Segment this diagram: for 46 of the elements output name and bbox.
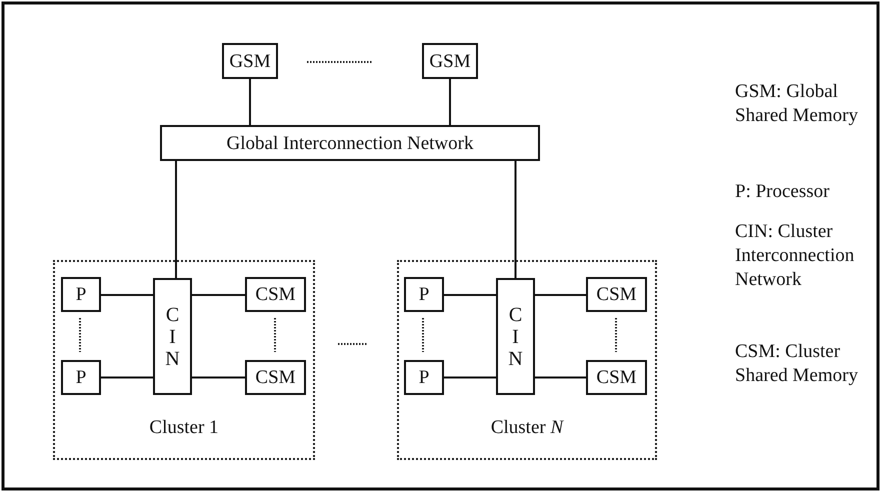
node-label: CIN: [165, 304, 180, 370]
connector-line: [514, 161, 516, 278]
component-box: [404, 277, 444, 312]
component-box: [586, 360, 647, 395]
legend-note: CSM: Cluster Shared Memory: [735, 340, 859, 388]
connector-line: [535, 376, 586, 378]
interconnect-bar: [496, 278, 535, 395]
component-box: [245, 360, 306, 395]
cluster-box: [397, 260, 657, 460]
connector-line: [249, 79, 251, 125]
connector-line: [449, 79, 451, 125]
cluster-label: Cluster 1: [148, 417, 220, 439]
connector-line: [535, 294, 586, 296]
node-label: CSM: [255, 285, 296, 304]
component-box: [404, 360, 444, 395]
connector-line: [192, 294, 245, 296]
component-box: [422, 43, 478, 79]
node-label: P: [76, 368, 86, 387]
node-label: CIN: [508, 304, 523, 370]
connector-line: [444, 294, 496, 296]
node-label: CSM: [596, 368, 637, 387]
node-label: CSM: [255, 368, 296, 387]
connector-line: [444, 376, 496, 378]
connector-line: [175, 161, 177, 278]
legend-note: CIN: Cluster Interconnection Network: [735, 220, 856, 292]
node-label: GSM: [229, 52, 271, 70]
component-box: [245, 277, 306, 312]
node-label: Global Interconnection Network: [226, 134, 474, 152]
interconnect-bar: [153, 278, 192, 395]
component-box: [160, 125, 540, 161]
connector-line: [101, 294, 153, 296]
legend-note: P: Processor: [735, 180, 830, 204]
node-label: P: [418, 368, 430, 387]
component-box: [222, 43, 278, 79]
component-box: [61, 277, 101, 312]
component-box: [61, 360, 101, 395]
node-label: P: [76, 285, 86, 304]
node-label: P: [418, 285, 430, 304]
cluster-label: Cluster N: [490, 417, 565, 439]
node-label: CSM: [596, 285, 637, 304]
legend-note: GSM: Global Shared Memory: [735, 80, 859, 128]
node-label: GSM: [429, 52, 471, 70]
component-box: [586, 277, 647, 312]
connector-line: [101, 376, 153, 378]
connector-line: [192, 376, 245, 378]
cluster-box: [53, 260, 315, 460]
